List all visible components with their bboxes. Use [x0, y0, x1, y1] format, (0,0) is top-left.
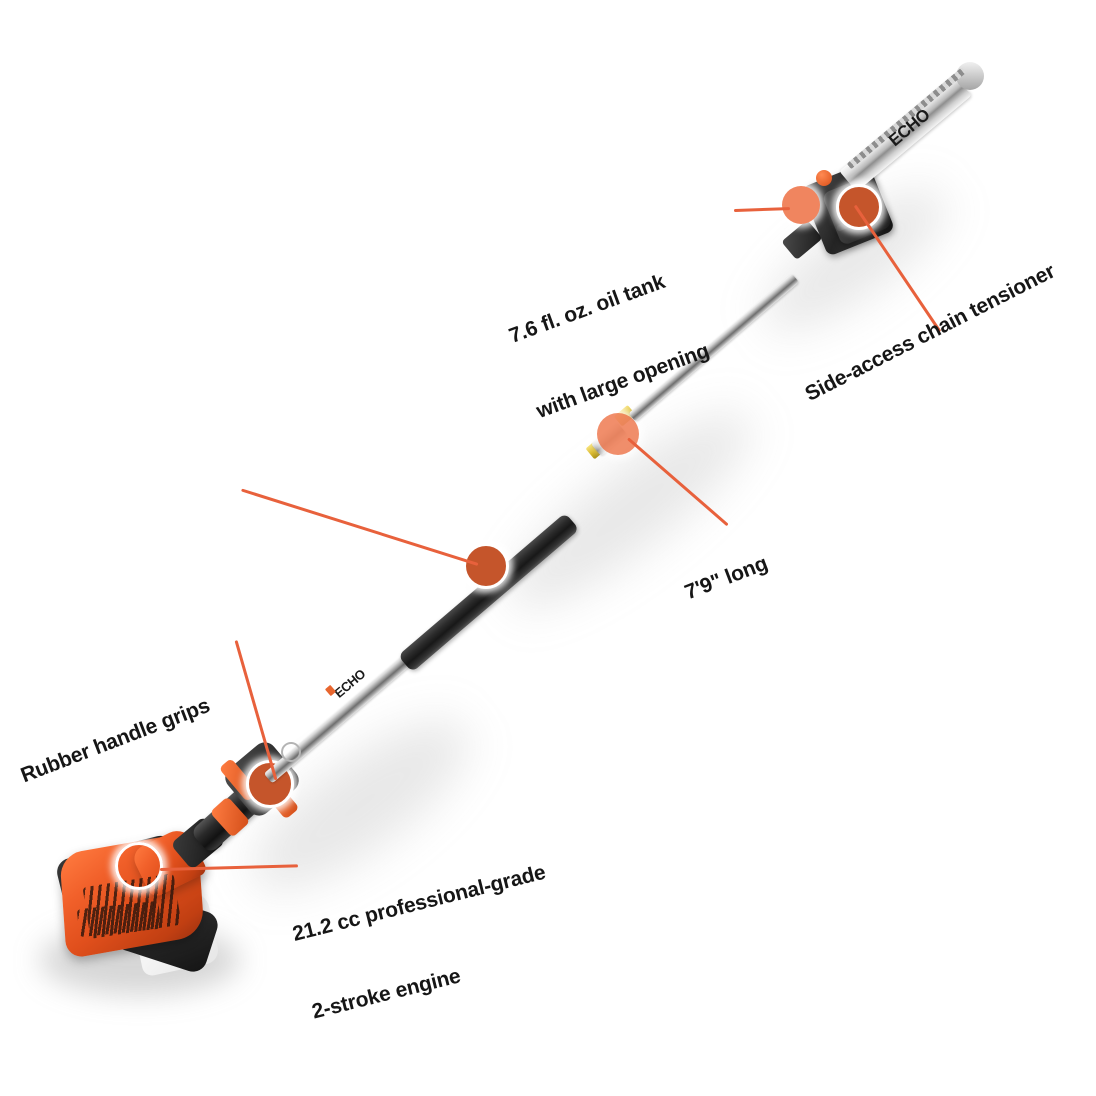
callout-oil-tank-line1: 7.6 fl. oz. oil tank — [505, 269, 668, 348]
callout-rubber-grips-line1: Rubber handle grips — [17, 693, 213, 788]
callout-oil-tank-line2: with large opening — [533, 339, 713, 424]
chain-tensioner-highlight[interactable] — [836, 184, 882, 230]
callout-engine-line2: 2-stroke engine — [309, 964, 464, 1024]
callout-rubber-grips: Rubber handle grips — [0, 643, 233, 840]
engine-highlight-ring — [115, 842, 163, 890]
leader-line-grips-upper — [241, 488, 479, 566]
oil-tank-highlight — [782, 186, 820, 224]
callout-engine-line1: 21.2 cc professional-grade — [290, 860, 548, 946]
callout-shaft-length-line1: 7'9" long — [681, 551, 771, 605]
coupler-highlight — [597, 413, 639, 455]
foam-grip-highlight — [463, 543, 509, 589]
leader-line-oil-tank — [733, 207, 791, 212]
callout-shaft-length: 7'9" long — [662, 500, 791, 657]
oil-tank-cap — [816, 170, 832, 186]
